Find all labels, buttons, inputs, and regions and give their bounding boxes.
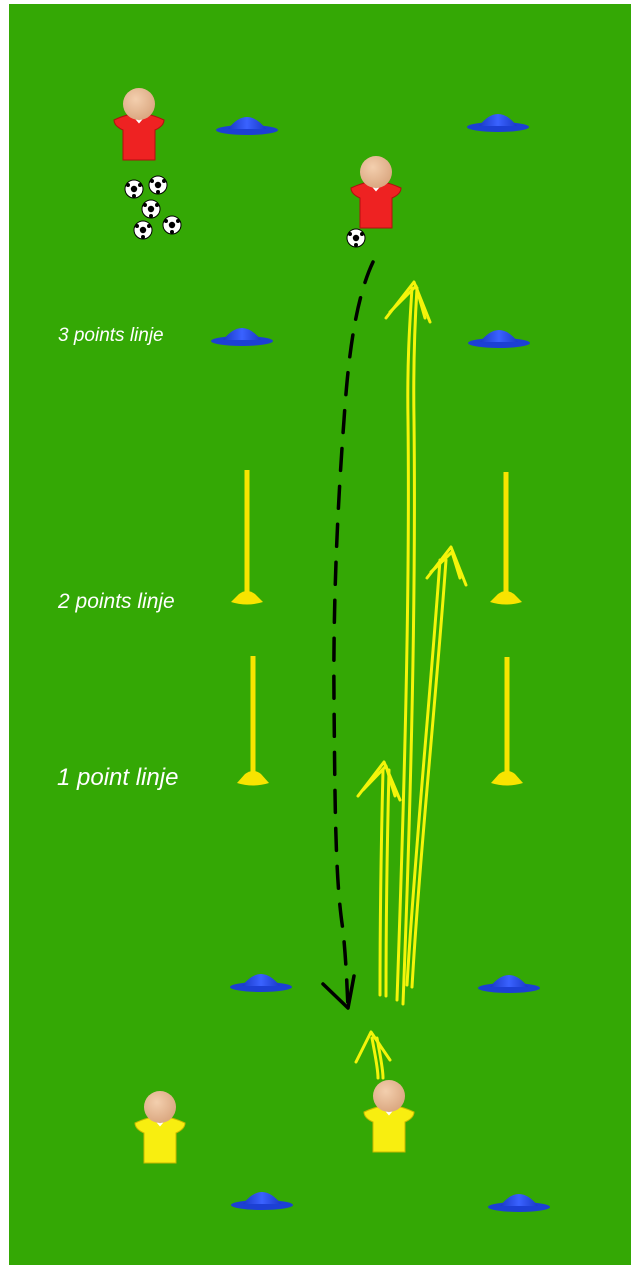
poles [231,470,523,786]
ball-icon [162,215,182,235]
yellow-player-2 [363,1080,415,1153]
pole-icon [237,656,269,786]
run-arrow [356,760,402,998]
run-arrow [405,545,468,989]
red-player-2 [350,156,402,229]
cone-icon [467,114,529,132]
red-player-1 [113,88,165,161]
line-3-points-label: 3 points linje [58,325,164,346]
pitch-surface [9,4,631,1265]
pass-arrow [321,260,375,1010]
cone-icon [468,330,530,348]
ball-icon [346,228,366,248]
pole-icon [490,472,522,605]
player-head [360,156,392,188]
pole-icon [231,470,263,605]
line-2-points-label: 2 points linje [58,590,175,613]
cone-icon [478,975,540,993]
cone-icon [488,1194,550,1212]
run-arrows [354,280,468,1080]
ball-icon [133,220,153,240]
cone-icon [231,1192,293,1210]
ball-icon [148,175,168,195]
cone-icon [211,328,273,346]
pole-icon [491,657,523,786]
line-1-point-label: 1 point linje [57,764,179,791]
ball-icon [141,199,161,219]
cone-icon [216,117,278,135]
run-arrow [354,1030,392,1080]
player-head [123,88,155,120]
cones [211,114,550,1212]
cone-icon [230,974,292,992]
player-head [373,1080,405,1112]
run-arrow [384,280,432,1006]
ball-icon [124,179,144,199]
balls [124,175,366,248]
player-head [144,1091,176,1123]
yellow-player-1 [134,1091,186,1164]
